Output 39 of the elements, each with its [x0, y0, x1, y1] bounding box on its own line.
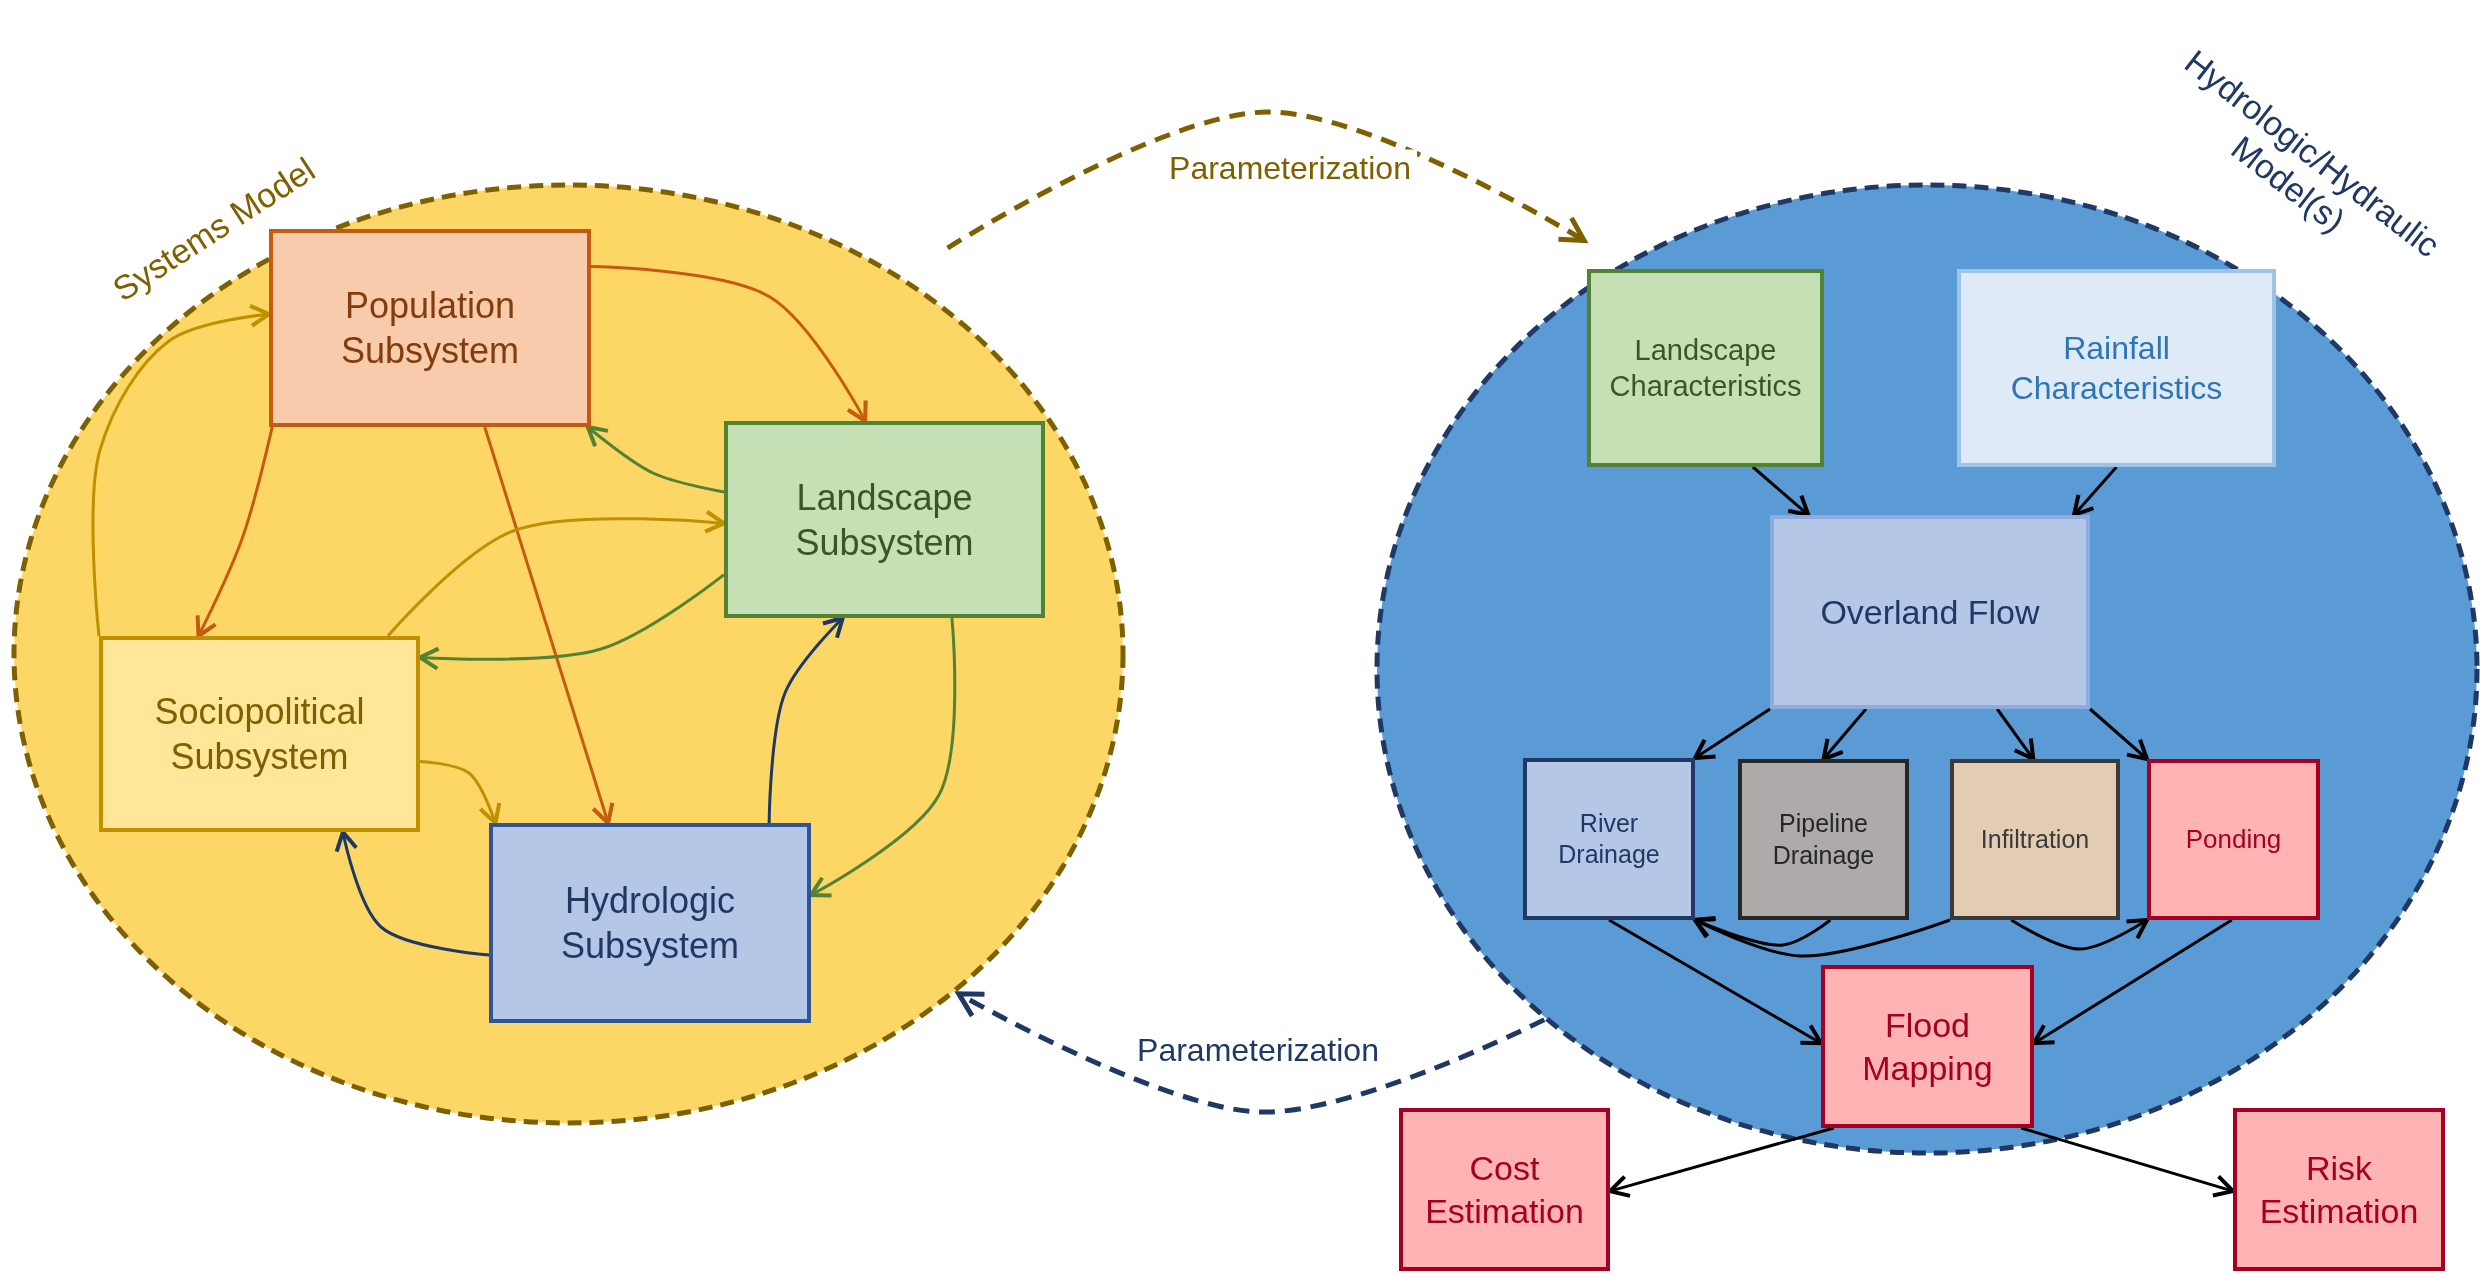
- process-box: Ponding: [2147, 759, 2320, 920]
- arrow: [2020, 1126, 2235, 1198]
- process-box: Infiltration: [1950, 759, 2120, 920]
- process-box: Flood Mapping: [1821, 965, 2034, 1128]
- arrow: [2010, 918, 2149, 951]
- arrow: [1751, 465, 1811, 517]
- arrow: [1608, 1126, 1835, 1198]
- process-box: Pipeline Drainage: [1738, 759, 1909, 920]
- arrow: [590, 265, 868, 423]
- arrow: [2032, 918, 2233, 1046]
- arrow: [91, 304, 271, 637]
- arrow: [1996, 708, 2036, 761]
- process-box: Hydrologic Subsystem: [489, 823, 811, 1023]
- process-box: Risk Estimation: [2233, 1108, 2445, 1271]
- arrow: [419, 759, 502, 825]
- arrow: [1821, 708, 1868, 761]
- process-box: Population Subsystem: [269, 229, 591, 427]
- process-box: Landscape Subsystem: [724, 421, 1045, 618]
- process-box: River Drainage: [1523, 758, 1695, 920]
- arrow: [809, 617, 957, 898]
- arrow: [418, 573, 725, 671]
- process-box: Overland Flow: [1770, 515, 2090, 709]
- arrow: [1693, 707, 1771, 760]
- process-box: Rainfall Characteristics: [1957, 269, 2276, 467]
- process-box: Sociopolitical Subsystem: [99, 636, 420, 832]
- process-box: Cost Estimation: [1399, 1108, 1610, 1271]
- dashed-arrow: [946, 109, 1587, 251]
- arrow: [334, 830, 490, 957]
- arrow: [483, 426, 615, 825]
- arrow: [2089, 707, 2149, 761]
- process-box: Landscape Characteristics: [1587, 269, 1824, 467]
- arrow: [1693, 917, 1951, 958]
- arrow: [767, 616, 845, 824]
- dashed-arrow: [956, 991, 1546, 1115]
- arrow: [1608, 918, 1823, 1046]
- arrow: [585, 425, 725, 494]
- arrow: [195, 426, 274, 638]
- arrow: [386, 509, 726, 637]
- arrow: [2072, 466, 2118, 517]
